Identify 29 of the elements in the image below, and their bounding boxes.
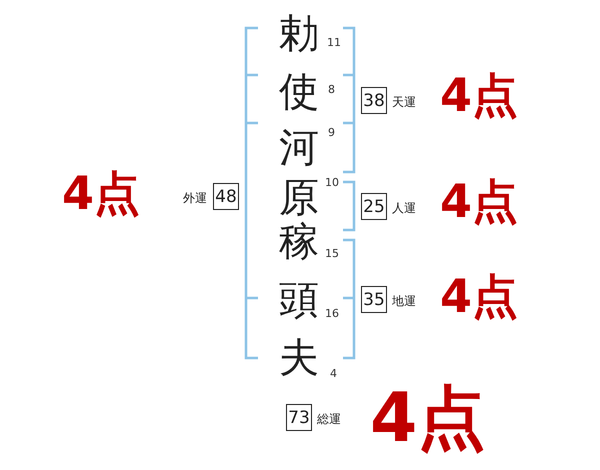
name-character: 使 bbox=[279, 72, 319, 112]
number-box: 35 bbox=[361, 286, 387, 313]
stroke-count: 9 bbox=[328, 127, 335, 138]
stroke-count: 16 bbox=[325, 308, 339, 319]
name-character: 夫 bbox=[279, 338, 319, 378]
stroke-count: 10 bbox=[325, 177, 339, 188]
name-character: 稼 bbox=[279, 222, 319, 262]
name-character: 勅 bbox=[279, 14, 319, 54]
name-character: 頭 bbox=[279, 280, 319, 320]
fortune-label: 総運 bbox=[317, 413, 341, 425]
score-text: 4点 bbox=[440, 72, 518, 118]
score-text: 4点 bbox=[62, 170, 140, 216]
name-character: 原 bbox=[279, 178, 319, 218]
fortune-label: 外運 bbox=[183, 192, 207, 204]
name-character: 河 bbox=[279, 128, 319, 168]
fortune-label: 人運 bbox=[392, 202, 416, 214]
number-box: 48 bbox=[213, 183, 239, 210]
stroke-count: 8 bbox=[328, 84, 335, 95]
stroke-count: 15 bbox=[325, 248, 339, 259]
stroke-count: 4 bbox=[330, 368, 337, 379]
number-box: 38 bbox=[361, 87, 387, 114]
score-text: 4点 bbox=[440, 273, 518, 319]
fortune-label: 地運 bbox=[392, 295, 416, 307]
number-box: 25 bbox=[361, 193, 387, 220]
number-box: 73 bbox=[286, 404, 312, 431]
score-text: 4点 bbox=[440, 178, 518, 224]
score-text: 4点 bbox=[370, 385, 486, 453]
fortune-label: 天運 bbox=[392, 96, 416, 108]
stroke-count: 11 bbox=[327, 37, 341, 48]
